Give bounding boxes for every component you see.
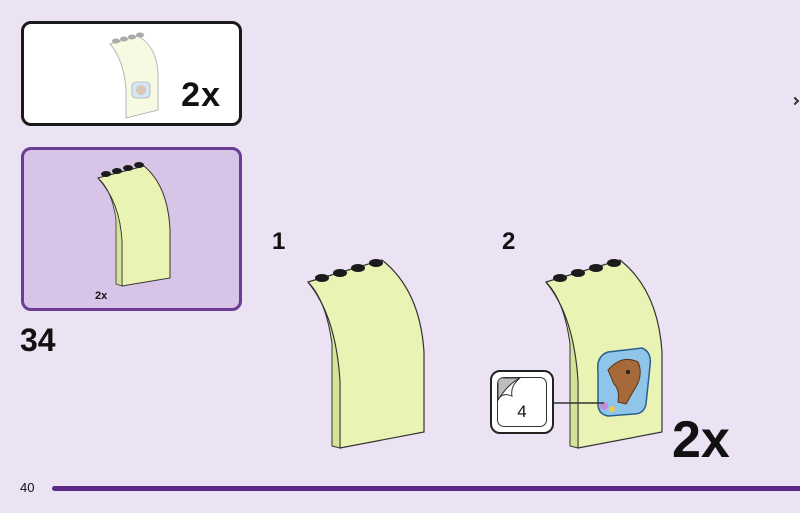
parts-quantity: 2x xyxy=(95,290,108,302)
ghost-panel-with-sticker-icon xyxy=(109,32,159,119)
curved-panel-icon xyxy=(97,162,171,287)
result-quantity: 2x xyxy=(181,76,221,114)
sub-step-2-label: 2 xyxy=(502,228,516,255)
curved-panel-icon xyxy=(306,259,425,449)
sticker-number: 4 xyxy=(517,402,527,421)
sticker-leader-line xyxy=(554,402,604,404)
final-quantity: 2x xyxy=(672,411,730,469)
page-number: 40 xyxy=(20,480,35,495)
sticker-callout: 4 xyxy=(490,370,554,434)
result-preview-box: 2x xyxy=(21,21,242,126)
curved-panel-with-sticker-icon xyxy=(544,259,663,449)
footer-divider xyxy=(52,486,800,491)
step-number: 34 xyxy=(20,322,56,358)
sticker-peel-icon xyxy=(498,378,521,401)
page-edge-arrow-icon xyxy=(790,96,800,106)
parts-list-box: 2x xyxy=(21,147,242,311)
horse-sticker-icon xyxy=(596,347,652,417)
sticker-sheet-box: 4 xyxy=(497,377,547,427)
sub-step-1-label: 1 xyxy=(272,228,286,255)
